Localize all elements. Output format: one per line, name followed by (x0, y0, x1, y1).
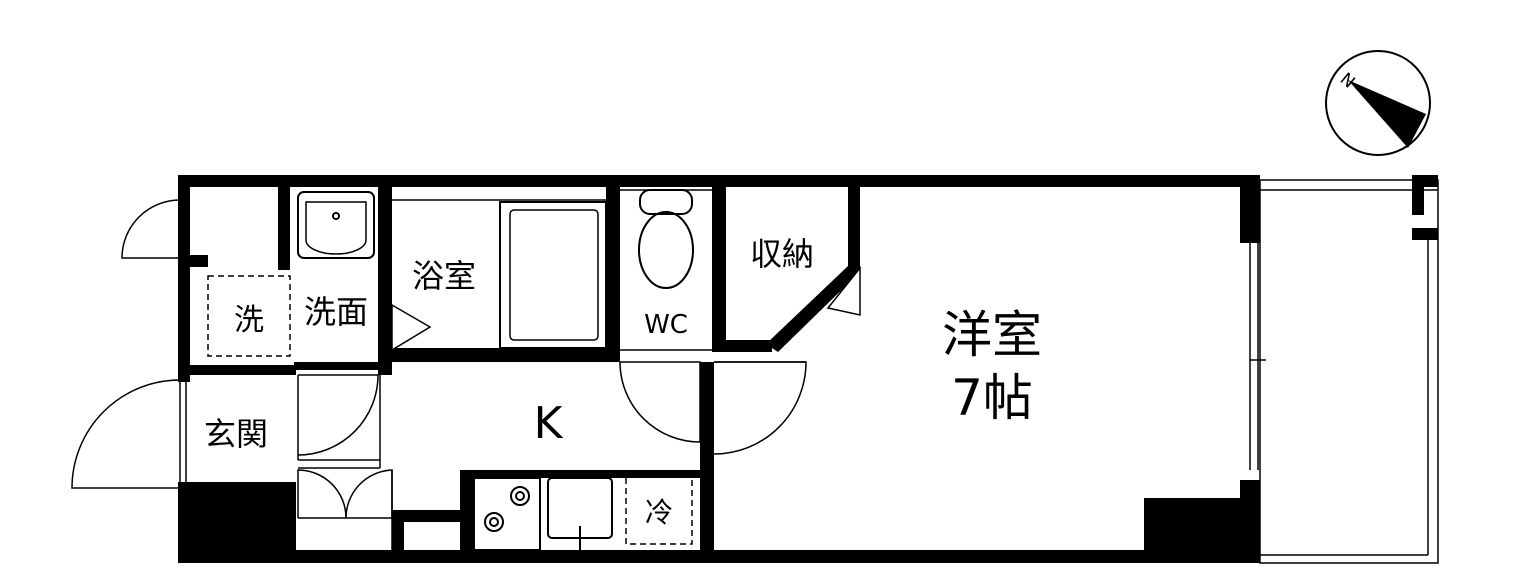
fixtures (207, 189, 694, 551)
compass: N (1325, 50, 1431, 156)
western-room-label: 洋室 (942, 306, 1042, 364)
door-entrance (71, 379, 181, 489)
bathtub-icon (499, 201, 607, 349)
laundry-label: 洗 (234, 303, 264, 338)
door-washroom (297, 374, 379, 456)
washbasin-icon (297, 191, 375, 259)
toilet-label: WC (644, 310, 688, 340)
labels: 洋室 7帖 K 浴室 洗面 洗 WC 収納 玄関 冷 (204, 235, 1042, 529)
door-wc (619, 361, 701, 443)
stove-icon (473, 477, 541, 551)
balcony-posts (1412, 175, 1438, 240)
walls (178, 175, 1260, 563)
entrance-label: 玄関 (204, 415, 268, 453)
laundry-area (207, 275, 291, 357)
washroom-label: 洗面 (304, 293, 368, 331)
north-arrow-icon (1348, 80, 1426, 148)
door-room (713, 361, 807, 455)
storage-label: 収納 (750, 235, 814, 273)
door-top-left (121, 199, 181, 259)
doors (71, 199, 861, 519)
fridge-label: 冷 (645, 496, 673, 529)
kitchen-label: K (534, 398, 564, 449)
bathroom-label: 浴室 (412, 257, 476, 295)
door-closet-left (297, 469, 347, 519)
toilet-icon (639, 189, 693, 215)
fridge-area (625, 475, 693, 545)
western-room-size-label: 7帖 (951, 369, 1033, 427)
